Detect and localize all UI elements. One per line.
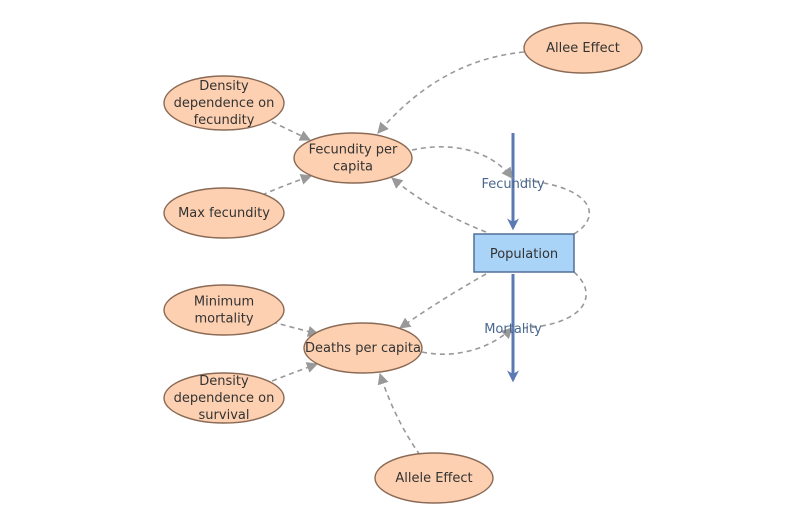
density-survival-label-line: survival xyxy=(199,408,250,423)
population-label: Population xyxy=(490,247,558,262)
minimum-mortality-label-line: mortality xyxy=(194,312,253,327)
density-survival-label-line: Density xyxy=(199,374,249,389)
link-density-survival-to-deaths xyxy=(271,362,319,382)
link-allele-to-deaths xyxy=(377,372,421,456)
fecundity-flow-label: Fecundity xyxy=(481,177,544,192)
link-max-fecundity-to-fecundity xyxy=(261,174,313,196)
fecundity-per-capita-label-line: capita xyxy=(333,160,373,175)
allele-effect-label-line: Allele Effect xyxy=(395,471,472,486)
fecundity-per-capita-node[interactable]: Fecundity per capita xyxy=(293,132,413,184)
density-survival-label-line: dependence on xyxy=(174,391,275,406)
max-fecundity-label-line: Max fecundity xyxy=(178,206,270,221)
deaths-per-capita-label-line: Deaths per capita xyxy=(305,341,421,356)
link-minimum-mortality-to-deaths xyxy=(271,321,320,337)
density-dependence-fecundity-node[interactable]: Density dependence on fecundity xyxy=(163,75,285,131)
density-fecundity-label-line: Density xyxy=(199,79,249,94)
mortality-flow-label: Mortality xyxy=(484,322,542,337)
fecundity-per-capita-label-line: Fecundity per xyxy=(309,143,398,158)
allee-effect-label-line: Allee Effect xyxy=(546,41,620,56)
link-allee-to-fecundity xyxy=(377,51,525,134)
density-fecundity-label-line: dependence on xyxy=(174,96,275,111)
link-population-to-mortality-flow xyxy=(521,271,587,329)
allee-effect-node[interactable]: Allee Effect xyxy=(523,22,643,74)
link-density-fecundity-to-fecundity xyxy=(263,117,312,141)
link-fecundity-to-flow xyxy=(411,146,513,179)
link-population-to-deaths xyxy=(399,273,487,329)
population-stock[interactable]: Population xyxy=(473,233,575,273)
density-dependence-survival-node[interactable]: Density dependence on survival xyxy=(163,372,285,424)
minimum-mortality-node[interactable]: Minimum mortality xyxy=(163,284,285,336)
max-fecundity-node[interactable]: Max fecundity xyxy=(163,187,285,239)
deaths-per-capita-node[interactable]: Deaths per capita xyxy=(303,322,423,374)
link-deaths-to-mortality-flow xyxy=(421,327,513,356)
link-population-to-fecundity xyxy=(391,177,487,233)
link-population-to-fecundity-flow xyxy=(519,179,591,235)
allele-effect-node[interactable]: Allele Effect xyxy=(374,452,494,504)
density-fecundity-label-line: fecundity xyxy=(194,113,255,128)
minimum-mortality-label-line: Minimum xyxy=(194,295,254,310)
